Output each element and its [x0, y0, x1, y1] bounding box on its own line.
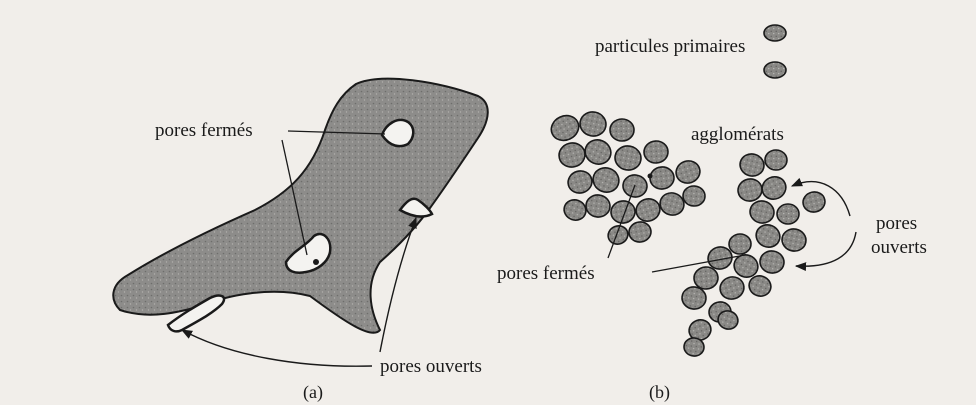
particle: [561, 197, 588, 223]
particle: [683, 337, 704, 357]
particle: [610, 200, 637, 225]
particle: [780, 227, 808, 253]
particle: [578, 110, 608, 139]
particle: [682, 185, 705, 206]
particle: [765, 150, 788, 171]
particle: [657, 190, 686, 218]
particle: [649, 166, 675, 190]
particle: [633, 196, 663, 225]
particle: [736, 177, 764, 203]
particle: [613, 144, 643, 172]
arrow-open-left: [182, 330, 372, 366]
label-b-primary-particles: particules primaires: [592, 37, 748, 56]
particle: [590, 164, 623, 196]
particle: [556, 140, 587, 170]
leader-b-closed-1: [608, 185, 635, 258]
particle-group: [547, 110, 827, 357]
legend-particle-2: [764, 62, 786, 78]
particle: [729, 234, 752, 255]
closed-pore-dot-b: [648, 174, 653, 179]
legend-particle-1: [764, 25, 786, 41]
particle: [777, 204, 799, 224]
particle: [565, 168, 594, 196]
particle: [673, 158, 703, 186]
particle: [585, 194, 611, 218]
label-b-open-pores-1: pores: [873, 214, 920, 233]
particle: [801, 190, 827, 214]
particle: [605, 223, 630, 247]
particle: [738, 151, 767, 178]
particle: [581, 136, 614, 168]
particle: [753, 221, 784, 251]
particle: [693, 266, 718, 290]
caption-a: (a): [300, 383, 326, 401]
label-a-closed-pores: pores fermés: [152, 121, 256, 140]
particle: [717, 274, 746, 302]
caption-b: (b): [646, 383, 673, 401]
porous-body: [113, 79, 487, 333]
label-b-closed-pores: pores fermés: [494, 264, 598, 283]
particle: [547, 111, 583, 145]
particle: [748, 199, 776, 226]
particle: [759, 173, 790, 203]
particle: [628, 220, 653, 243]
particle: [758, 249, 785, 274]
label-b-agglomerates: agglomérats: [688, 125, 787, 144]
label-b-open-pores-2: ouverts: [868, 238, 930, 257]
particle: [643, 140, 668, 163]
particle: [610, 119, 634, 141]
label-a-open-pores: pores ouverts: [377, 357, 485, 376]
closed-pore-dot: [313, 259, 319, 265]
